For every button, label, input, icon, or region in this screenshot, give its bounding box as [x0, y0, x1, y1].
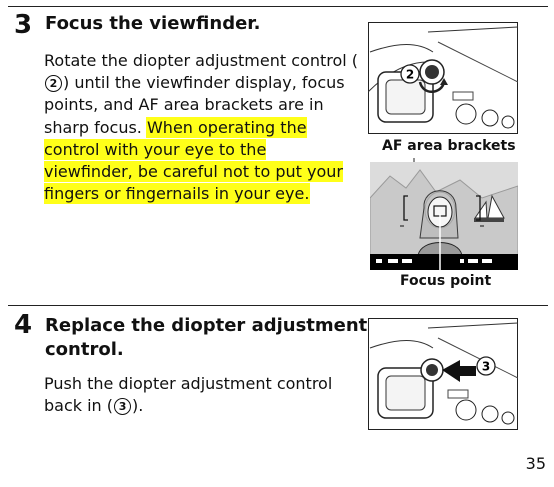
step-4-title-line-2: control. [45, 339, 124, 360]
diopter-rotate-illustration: 2 [368, 22, 518, 134]
diopter-push-illustration: 3 [368, 318, 518, 430]
viewfinder-illustration [370, 158, 518, 270]
page-number: 35 [525, 454, 546, 473]
af-area-brackets-label: AF area brackets [382, 138, 516, 154]
top-rule [8, 6, 548, 7]
circled-2: 2 [45, 75, 62, 93]
step-4-text-b: ). [132, 396, 144, 416]
step-4-title-line-1: Replace the diopter adjustment [45, 315, 368, 336]
focus-point-label: Focus point [400, 273, 492, 289]
figure-callout-3: 3 [482, 360, 490, 374]
step-3-text-a: Rotate the diopter adjustment control ( [44, 51, 359, 70]
circled-3: 3 [114, 398, 132, 416]
step-4-number: 4 [14, 310, 33, 340]
middle-rule [8, 305, 548, 306]
step-3-title: Focus the viewfinder. [45, 13, 261, 34]
step-3-text-b: ) until the viewfinder display, focus po… [44, 73, 345, 137]
figure-callout-2: 2 [406, 68, 414, 82]
step-4-instructions: Push the diopter adjustment control back… [44, 373, 344, 417]
step-3-instructions: Rotate the diopter adjustment control ( 2… [44, 50, 360, 205]
step-4-text-a: Push the diopter adjustment control back… [44, 374, 333, 416]
step-3-number: 3 [14, 10, 33, 40]
